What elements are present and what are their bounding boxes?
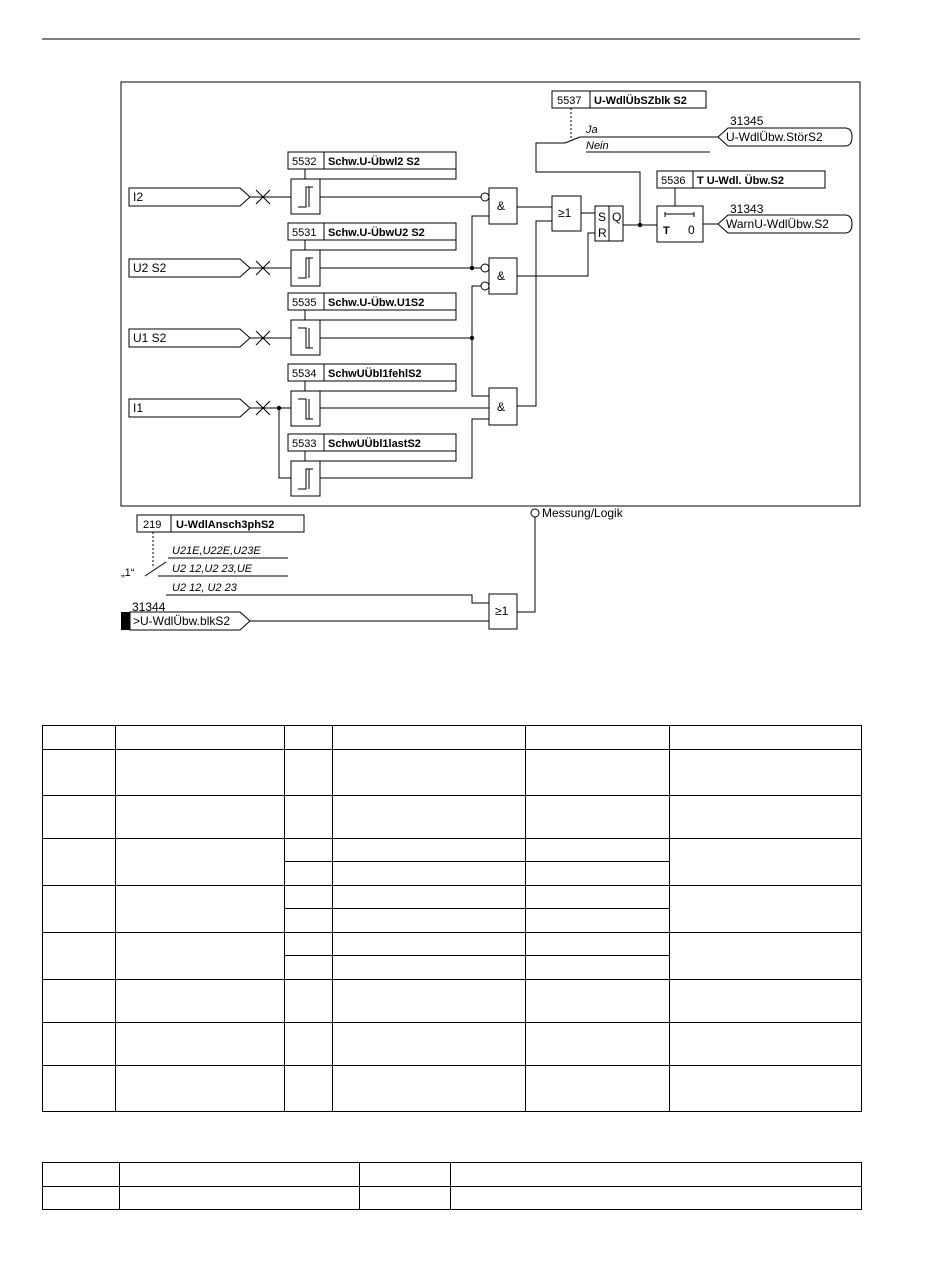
logic-frame xyxy=(120,81,861,507)
and-gate-3-symbol: & xyxy=(497,400,505,414)
input-i1-label: I1 xyxy=(133,401,143,415)
hysteresis-icon xyxy=(298,257,313,279)
cross-mark-icon xyxy=(255,189,271,205)
input-i2-label: I2 xyxy=(133,190,143,204)
sr-flipflop: S R Q xyxy=(594,205,624,242)
and-gate-1-symbol: & xyxy=(497,199,505,213)
output-31343-number: 31343 xyxy=(730,202,764,216)
hysteresis-icon xyxy=(298,468,313,490)
table-row xyxy=(42,1065,862,1112)
input-u2: U2 S2 xyxy=(128,258,251,278)
param-5533-name: SchwUÜbl1lastS2 xyxy=(328,437,421,450)
cross-mark-icon xyxy=(255,330,271,346)
negation-circle xyxy=(480,281,490,291)
param-219: 219 U-WdlAnsch3phS2 xyxy=(136,514,305,533)
table-row xyxy=(42,1162,862,1187)
or-gate-1 xyxy=(551,195,582,232)
param-5535: 5535 Schw.U-Übw.U1S2 xyxy=(287,292,457,311)
timer-block: T 0 xyxy=(656,205,704,243)
or-gate-2-symbol: ≥1 xyxy=(495,604,509,618)
param-5536-number: 5536 xyxy=(661,175,685,187)
negation-circle xyxy=(530,508,540,518)
hysteresis-low-icon xyxy=(298,327,313,349)
table-row xyxy=(42,725,862,750)
option-1-label: U21E,U22E,U23E xyxy=(172,545,261,557)
cross-mark-icon xyxy=(255,260,271,276)
option-ja-label: Ja xyxy=(585,124,598,136)
param-5537-number: 5537 xyxy=(557,95,581,107)
table-row xyxy=(42,838,862,886)
option-nein-label: Nein xyxy=(586,140,609,152)
param-5534-name: SchwUÜbl1fehlS2 xyxy=(328,367,422,380)
param-5536: 5536 T U-Wdl. Übw.S2 xyxy=(656,170,826,189)
negation-circle xyxy=(480,263,490,273)
parameter-table xyxy=(42,725,862,1112)
hysteresis-icon xyxy=(298,186,313,208)
param-5532: 5532 Schw.U-Übwl2 S2 xyxy=(287,151,457,170)
input-u1-label: U1 S2 xyxy=(133,331,167,345)
timer-bar-icon xyxy=(664,212,695,217)
negation-circle xyxy=(480,192,490,202)
and-gate-1 xyxy=(488,187,518,225)
param-5532-number: 5532 xyxy=(292,156,316,168)
option-2-label: U2 12,U2 23,UE xyxy=(172,563,253,575)
input-u2-label: U2 S2 xyxy=(133,261,167,275)
binary-input-marker xyxy=(121,612,130,630)
option-3-label: U2 12, U2 23 xyxy=(172,582,238,594)
param-5532-name: Schw.U-Übwl2 S2 xyxy=(328,155,420,168)
switch-wire xyxy=(535,142,641,225)
sr-reset-label: R xyxy=(598,226,607,240)
param-5535-number: 5535 xyxy=(292,297,316,309)
output-31345-number: 31345 xyxy=(730,114,764,128)
timer-zero-label: 0 xyxy=(688,223,695,237)
table-row xyxy=(42,1186,862,1210)
table-row xyxy=(42,1022,862,1066)
hysteresis-low-icon xyxy=(298,398,313,420)
table-row xyxy=(42,749,862,796)
output-31345-label: U-WdlÜbw.StörS2 xyxy=(726,130,823,144)
output-31343-label: WarnU-WdlÜbw.S2 xyxy=(726,217,829,231)
input-31344-number: 31344 xyxy=(132,600,166,614)
output-31345: 31345 U-WdlÜbw.StörS2 xyxy=(717,114,853,147)
input-31344-label: >U-WdlÜbw.blkS2 xyxy=(133,614,230,628)
param-219-number: 219 xyxy=(143,519,161,531)
param-5537: 5537 U-WdlÜbSZblk S2 xyxy=(551,90,707,109)
output-31343: 31343 WarnU-WdlÜbw.S2 xyxy=(717,202,853,234)
param-5537-name: U-WdlÜbSZblk S2 xyxy=(594,94,687,107)
table-row xyxy=(42,932,862,980)
param-5536-name: T U-Wdl. Übw.S2 xyxy=(697,174,784,187)
table-row xyxy=(42,795,862,839)
table-row xyxy=(42,979,862,1023)
timer-t-label: T xyxy=(663,225,670,237)
input-31344: 31344 >U-WdlÜbw.blkS2 xyxy=(121,600,251,631)
param-5534: 5534 SchwUÜbl1fehlS2 xyxy=(287,363,457,382)
info-table xyxy=(42,1162,862,1210)
table-row xyxy=(42,885,862,933)
param-5533-number: 5533 xyxy=(292,438,316,450)
param-5531-name: Schw.U-ÜbwU2 S2 xyxy=(328,226,425,239)
param-5535-name: Schw.U-Übw.U1S2 xyxy=(328,296,424,309)
table-row xyxy=(43,908,862,933)
switch-contact xyxy=(564,136,581,144)
switch-contact xyxy=(144,561,167,577)
input-i1: I1 xyxy=(128,398,251,418)
cross-mark-icon xyxy=(255,400,271,416)
param-5534-number: 5534 xyxy=(292,368,316,380)
sr-q-label: Q xyxy=(612,210,621,224)
selector-label: „1“ xyxy=(121,567,135,579)
param-5533: 5533 SchwUÜbl1lastS2 xyxy=(287,433,457,452)
or-gate-2 xyxy=(488,593,518,630)
sr-set-label: S xyxy=(598,210,606,224)
input-u1: U1 S2 xyxy=(128,328,251,348)
and-gate-2-symbol: & xyxy=(497,269,505,283)
or-gate-1-symbol: ≥1 xyxy=(558,206,572,220)
param-5531: 5531 Schw.U-ÜbwU2 S2 xyxy=(287,222,457,241)
input-i2: I2 xyxy=(128,187,251,207)
param-219-name: U-WdlAnsch3phS2 xyxy=(176,519,274,531)
param-5531-number: 5531 xyxy=(292,227,316,239)
footer-label: Messung/Logik xyxy=(542,506,624,520)
